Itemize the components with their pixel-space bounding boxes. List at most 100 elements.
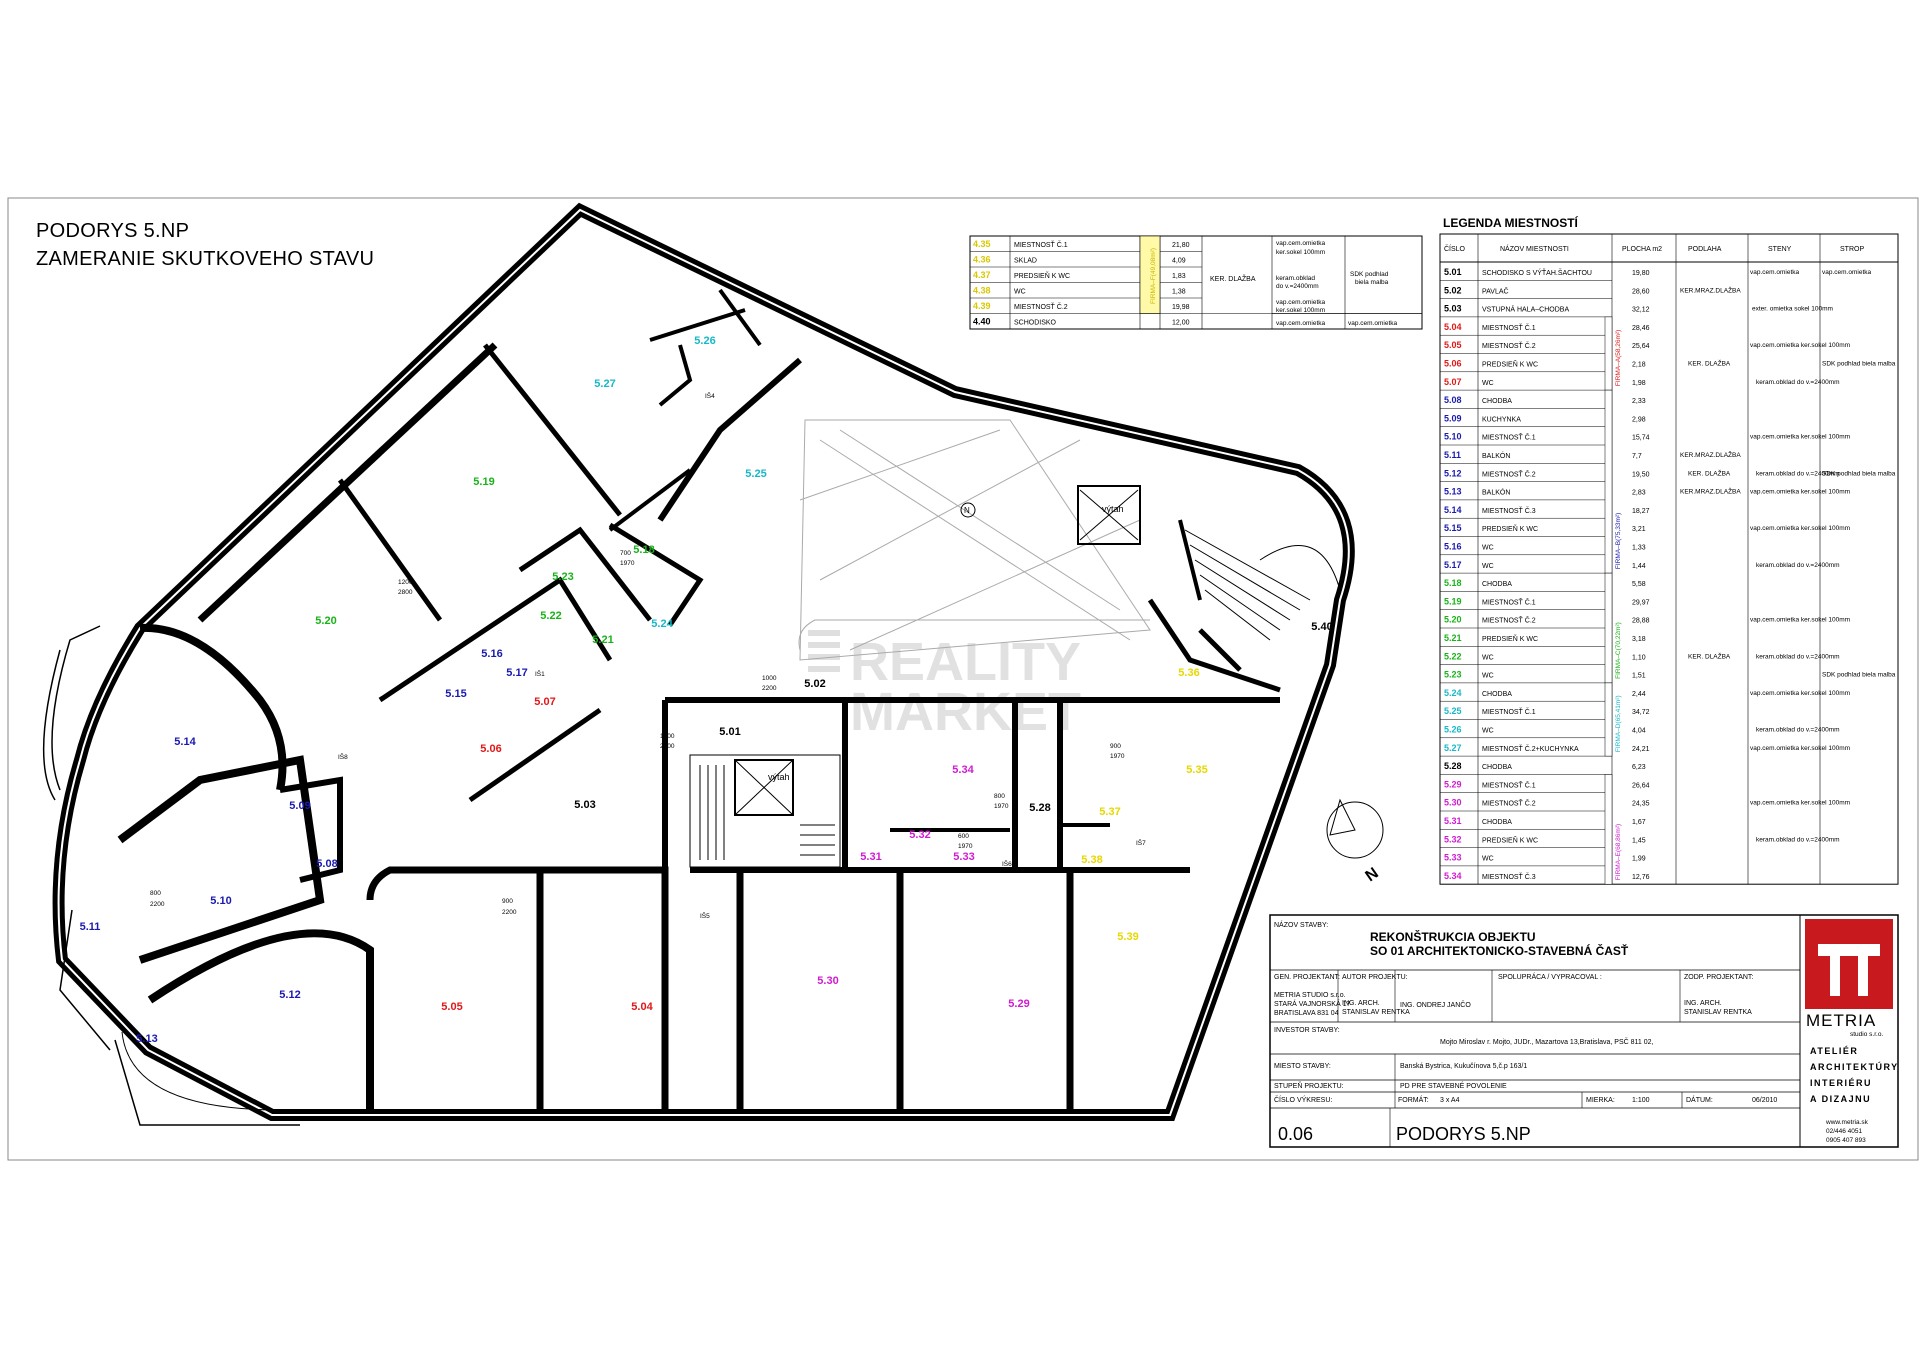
titleblock-field: MIERKA:: [1586, 1097, 1615, 1104]
legend-number: 5.33: [1444, 853, 1462, 863]
legend-number: 5.14: [1444, 505, 1462, 515]
legend-name: MIESTNOSŤ Č.1: [1482, 597, 1536, 606]
drawing-number: 0.06: [1278, 1124, 1313, 1144]
legend-number: 5.20: [1444, 615, 1462, 625]
legend-floor: KER.MRAZ.DLAŽBA: [1680, 487, 1741, 496]
legend-header: ČÍSLO: [1444, 244, 1466, 253]
legend-number: 5.19: [1444, 596, 1462, 606]
room-label: 5.09: [289, 800, 310, 812]
brand-line: ATELIÉR: [1810, 1046, 1858, 1056]
titleblock-field: STUPEŇ PROJEKTU:: [1274, 1081, 1344, 1090]
titleblock-field: STARÁ VAJNORSKÁ 17: [1274, 999, 1350, 1008]
legend-area: 1,51: [1632, 673, 1646, 680]
room-label: 5.05: [441, 1001, 462, 1013]
legend-name: CHODBA: [1482, 691, 1512, 698]
legend-number: 5.34: [1444, 871, 1462, 881]
drawing-title: PODORYS 5.NP: [36, 220, 190, 242]
building-name-2: SO 01 ARCHITEKTONICKO-STAVEBNÁ ČASŤ: [1370, 943, 1629, 958]
drawing-name: PODORYS 5.NP: [1396, 1124, 1531, 1144]
legend-name: SCHODISKO S VÝŤAH.ŠACHTOU: [1482, 268, 1592, 277]
room-label: 5.23: [552, 571, 573, 583]
table4-number: 4.39: [973, 301, 991, 311]
room-label: 5.03: [574, 799, 595, 811]
titleblock-field: METRIA STUDIO s.r.o.: [1274, 992, 1346, 999]
brand-name: METRIA: [1806, 1011, 1876, 1030]
titleblock-field: 06/2010: [1752, 1097, 1777, 1104]
legend-walls: keram.obklad do v.=2400mm: [1756, 470, 1840, 477]
legend-floor: KER. DLAŽBA: [1688, 651, 1731, 660]
legend-area: 18,27: [1632, 508, 1650, 515]
legend-number: 5.22: [1444, 651, 1462, 661]
legend-area: 2,44: [1632, 691, 1646, 698]
door-dimension: 700: [620, 550, 631, 557]
legend-number: 5.09: [1444, 413, 1462, 423]
watermark-line1: REALITY: [850, 632, 1081, 692]
room-label: 5.01: [719, 726, 740, 738]
legend-name: WC: [1482, 563, 1494, 570]
room-label: 5.38: [1081, 854, 1102, 866]
table4-number: 4.40: [973, 317, 991, 327]
legend-name: WC: [1482, 545, 1494, 552]
door-dimension: 800: [994, 793, 1005, 800]
room-label: 5.08: [316, 858, 337, 870]
legend-name: MIESTNOSŤ Č.2: [1482, 616, 1536, 625]
legend-name: BALKÓN: [1482, 451, 1510, 460]
compass-small: N: [960, 502, 976, 518]
legend-area: 2,83: [1632, 490, 1646, 497]
room-label: 5.19: [473, 476, 494, 488]
legend-name: WC: [1482, 380, 1494, 387]
legend-firma: FIRMA–D(65,41m²): [1615, 695, 1622, 752]
table4-firma: FIRMA–F(49,08m²): [1150, 248, 1157, 304]
legend-walls: vap.cem.omietka: [1750, 269, 1800, 276]
legend-walls: keram.obklad do v.=2400mm: [1756, 727, 1840, 734]
titleblock-field: FORMÁT:: [1398, 1095, 1429, 1104]
legend-number: 5.13: [1444, 487, 1462, 497]
table4-name: MIESTNOSŤ Č.2: [1014, 302, 1068, 311]
legend-name: MIESTNOSŤ Č.2: [1482, 469, 1536, 478]
shaft-label: IŠ8: [338, 752, 348, 761]
legend-ceiling: vap.cem.omietka: [1822, 269, 1872, 276]
titleblock-field: Banská Bystrica, Kukučínova 5,č.p 163/1: [1400, 1063, 1527, 1070]
legend-name: CHODBA: [1482, 398, 1512, 405]
north-label: N: [1363, 865, 1382, 886]
titleblock-field: PD PRE STAVEBNÉ POVOLENIE: [1400, 1081, 1507, 1090]
door-dimension: 2200: [660, 743, 675, 750]
door-dimension: 2200: [502, 909, 517, 916]
elevator-label-2: výtah: [1102, 504, 1124, 514]
legend-area: 6,23: [1632, 764, 1646, 771]
table4-area: 1,38: [1172, 289, 1186, 296]
legend-area: 34,72: [1632, 709, 1650, 716]
legend-title: LEGENDA MIESTNOSTÍ: [1443, 215, 1579, 230]
titleblock-field: MIESTO STAVBY:: [1274, 1063, 1331, 1070]
door-dimension: 800: [150, 890, 161, 897]
room-label: 5.07: [534, 696, 555, 708]
room-label: 5.14: [174, 736, 196, 748]
table4-walls: ker.sokel 100mm: [1276, 307, 1325, 314]
legend-number: 5.15: [1444, 523, 1462, 533]
legend-floor: KER. DLAŽBA: [1688, 359, 1731, 368]
legend-name: PAVLAČ: [1482, 286, 1509, 295]
legend-number: 5.24: [1444, 688, 1462, 698]
legend-name: MIESTNOSŤ Č.3: [1482, 506, 1536, 515]
table4-walls: do v.=2400mm: [1276, 283, 1319, 290]
legend-name: WC: [1482, 673, 1494, 680]
legend-number: 5.10: [1444, 432, 1462, 442]
legend-ceiling: SDK podhlad biela malba: [1822, 361, 1896, 368]
shaft-label: IŠ4: [705, 391, 715, 400]
room-label: 5.31: [860, 851, 881, 863]
table4-number: 4.38: [973, 286, 991, 296]
brand-line: A DIZAJNU: [1810, 1094, 1871, 1104]
legend-area: 5,58: [1632, 581, 1646, 588]
legend-area: 19,50: [1632, 471, 1650, 478]
legend-area: 12,76: [1632, 874, 1650, 881]
legend-floor: KER.MRAZ.DLAŽBA: [1680, 285, 1741, 294]
legend-name: KUCHYNKA: [1482, 416, 1521, 423]
table4-area: 19,98: [1172, 304, 1190, 311]
shaft-label: IŠ7: [1136, 838, 1146, 847]
legend-walls: keram.obklad do v.=2400mm: [1756, 562, 1840, 569]
legend-area: 25,64: [1632, 343, 1650, 350]
legend-number: 5.12: [1444, 468, 1462, 478]
